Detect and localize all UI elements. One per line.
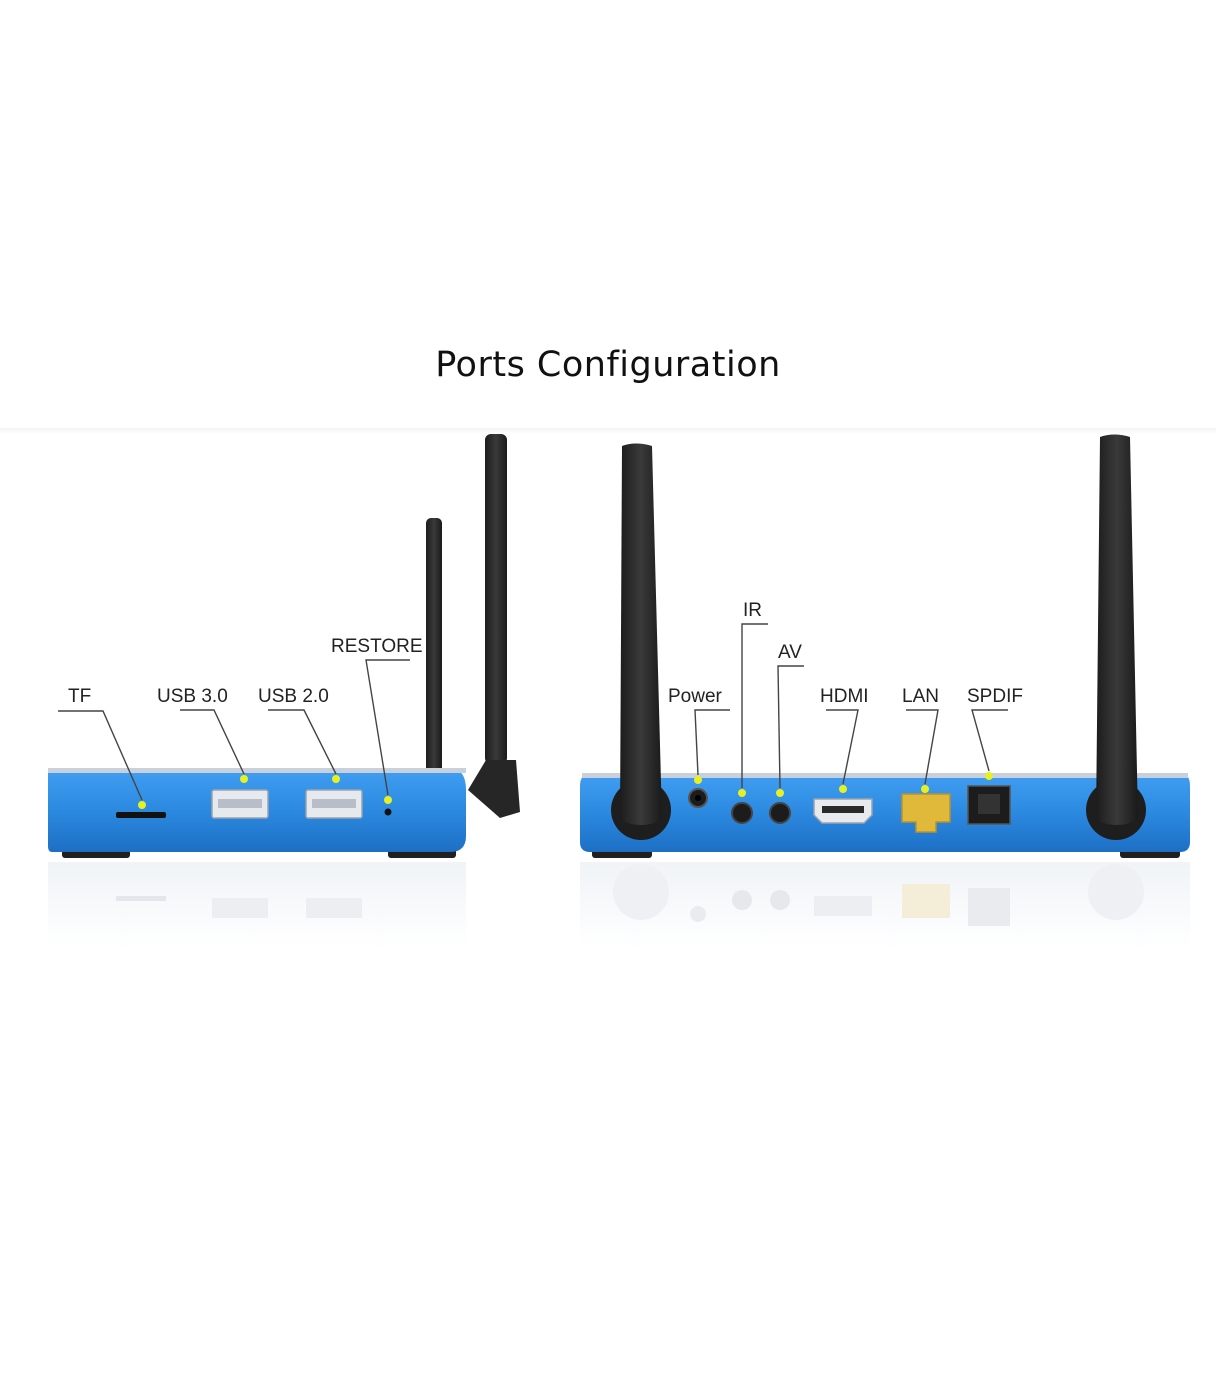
label-tf: TF [68, 686, 91, 707]
label-power: Power [668, 686, 723, 707]
usb3-port-tongue [218, 799, 262, 808]
reflection-detail [814, 896, 872, 916]
device-ports-illustration: TF USB 3.0 USB 2.0 RESTORE [0, 428, 1216, 948]
restore-pinhole [384, 808, 392, 816]
lan-port [901, 793, 951, 833]
reflection-detail [212, 898, 268, 918]
marker-dot [839, 785, 847, 793]
antenna-right [1096, 434, 1138, 825]
marker-dot [738, 789, 746, 797]
label-ir: IR [743, 600, 762, 621]
reflection-detail [306, 898, 362, 918]
device-top-edge [582, 773, 1188, 778]
reflection-detail [968, 888, 1010, 926]
reflection-detail [116, 896, 166, 901]
label-spdif: SPDIF [967, 686, 1023, 707]
power-leader-line [694, 709, 730, 776]
marker-dot [694, 776, 702, 784]
label-usb3: USB 3.0 [157, 686, 228, 707]
reflection-detail [732, 890, 752, 910]
right-device: Power IR AV HDMI LAN SPDIF [580, 434, 1190, 948]
reflection-detail [770, 890, 790, 910]
marker-dot [985, 772, 993, 780]
usb3-leader-line [180, 709, 245, 775]
antenna-front [485, 434, 507, 764]
marker-dot [384, 796, 392, 804]
marker-dot [776, 789, 784, 797]
power-jack-pin [695, 795, 701, 801]
lan-leader-line [906, 709, 939, 785]
label-av: AV [778, 642, 802, 663]
usb2-leader-line [268, 709, 337, 775]
device-reflection [580, 862, 1190, 948]
marker-dot [921, 785, 929, 793]
av-jack [769, 802, 791, 824]
restore-leader-line [365, 659, 410, 796]
reflection-detail [613, 864, 669, 920]
hdmi-port-slot [822, 806, 864, 813]
antenna-left [620, 443, 662, 825]
marker-dot [240, 775, 248, 783]
reflection-detail [902, 884, 950, 918]
antenna-hinge [468, 760, 520, 818]
spdif-port-window [978, 794, 1000, 814]
label-restore: RESTORE [331, 636, 423, 657]
device-top-edge [48, 768, 466, 773]
left-device: TF USB 3.0 USB 2.0 RESTORE [48, 434, 520, 948]
label-usb2: USB 2.0 [258, 686, 329, 707]
usb2-port-tongue [312, 799, 356, 808]
av-leader-line [777, 665, 804, 789]
label-hdmi: HDMI [820, 686, 869, 707]
spdif-leader-line [971, 709, 1008, 772]
ir-jack [731, 802, 753, 824]
marker-dot [332, 775, 340, 783]
reflection-detail [690, 906, 706, 922]
page-title: Ports Configuration [435, 345, 781, 385]
marker-dot [138, 801, 146, 809]
antenna-back [426, 518, 442, 773]
reflection-detail [1088, 864, 1144, 920]
hdmi-leader-line [826, 709, 859, 785]
background-band [0, 428, 1216, 434]
ir-leader-line [741, 623, 768, 788]
tf-slot [116, 812, 166, 818]
device-body [580, 773, 1190, 852]
label-lan: LAN [902, 686, 939, 707]
tf-leader-line [58, 710, 143, 801]
